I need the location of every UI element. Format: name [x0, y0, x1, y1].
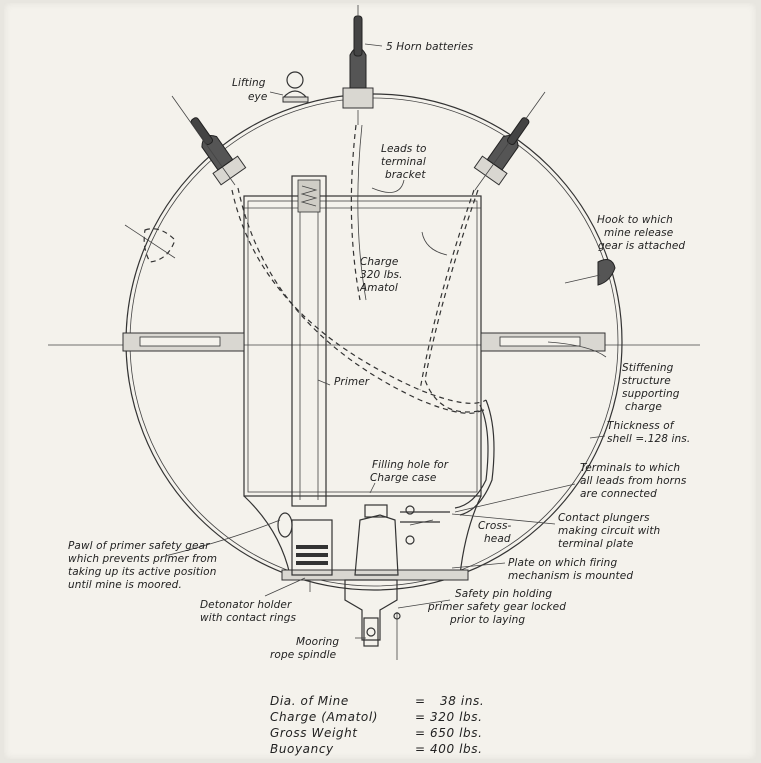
mooring-spindle	[309, 579, 401, 660]
label-horn-batteries: 5 Horn batteries	[386, 41, 474, 53]
label-safety-pin-2: primer safety gear locked	[427, 601, 566, 613]
label-safety-pin: Safety pin holding	[455, 588, 552, 600]
label-leads-3: bracket	[385, 169, 426, 181]
label-stiffening: Stiffening	[622, 362, 674, 374]
release-hook	[597, 259, 616, 286]
label-leads: Leads to	[381, 143, 427, 155]
horn-battery-top	[342, 15, 374, 125]
label-filling-hole: Filling hole for	[372, 459, 449, 471]
label-terminals-2: all leads from horns	[580, 475, 687, 487]
diagram-labels: 5 Horn batteries Lifting eye Leads to te…	[68, 41, 690, 661]
label-hook-3: gear is attached	[598, 240, 685, 252]
spec-name: Dia. of Mine	[270, 694, 349, 708]
label-detonator: Detonator holder	[200, 599, 292, 611]
label-charge-2: 320 lbs.	[360, 269, 403, 281]
label-thickness: Thickness of	[607, 420, 676, 432]
spec-value: 650 lbs.	[430, 726, 483, 740]
horn-battery-left	[190, 117, 247, 186]
spec-eq: =	[415, 694, 426, 708]
label-terminals-3: are connected	[580, 488, 657, 500]
horn-battery-right	[473, 117, 530, 186]
label-terminals: Terminals to which	[580, 462, 680, 474]
label-plate-2: mechanism is mounted	[508, 570, 633, 582]
primer-tube	[291, 175, 327, 507]
label-stiffening-4: charge	[625, 401, 662, 413]
label-contact-plungers: Contact plungers	[558, 512, 650, 524]
label-leads-2: terminal	[381, 156, 426, 168]
label-thickness-2: shell =.128 ins.	[607, 433, 690, 445]
label-stiffening-3: supporting	[622, 388, 680, 400]
label-pawl-2: which prevents primer from	[68, 553, 217, 565]
label-contact-plungers-2: making circuit with	[558, 525, 660, 537]
label-plate: Plate on which firing	[508, 557, 617, 569]
spec-value: 320 lbs.	[430, 710, 483, 724]
label-charge-3: Amatol	[359, 282, 398, 294]
horn-axis-right	[474, 91, 546, 191]
stiffening-structure-right	[480, 332, 606, 352]
label-pawl-3: taking up its active position	[68, 566, 216, 578]
stiffening-structure-left	[122, 332, 245, 352]
label-contact-plungers-3: terminal plate	[558, 538, 633, 550]
label-mooring-2: rope spindle	[270, 649, 336, 661]
lifting-eye	[282, 71, 309, 103]
label-safety-pin-3: prior to laying	[449, 614, 525, 626]
spec-eq: =	[415, 710, 426, 724]
spec-value: 38 ins.	[440, 694, 484, 708]
spec-table: Dia. of Mine = 38 ins. Charge (Amatol) =…	[270, 694, 484, 756]
label-lifting-eye-2: eye	[248, 91, 267, 103]
spec-name: Gross Weight	[270, 726, 358, 740]
charge-case	[243, 195, 482, 497]
label-crosshead: Cross-	[478, 520, 512, 532]
spec-eq: =	[415, 742, 426, 756]
label-lifting-eye: Lifting	[232, 77, 266, 89]
label-crosshead-2: head	[484, 533, 511, 545]
label-charge: Charge	[360, 256, 398, 268]
label-hook: Hook to which	[597, 214, 673, 226]
spec-name: Buoyancy	[270, 742, 334, 756]
label-stiffening-2: structure	[622, 375, 671, 387]
leads-to-terminal	[231, 124, 495, 516]
label-mooring: Mooring	[296, 636, 339, 648]
label-primer: Primer	[334, 376, 370, 388]
spec-value: 400 lbs.	[430, 742, 483, 756]
label-pawl: Pawl of primer safety gear	[68, 540, 210, 552]
horn-axis-left	[171, 95, 236, 186]
label-detonator-2: with contact rings	[200, 612, 296, 624]
spec-name: Charge (Amatol)	[270, 710, 378, 724]
leader-lines	[164, 43, 607, 639]
horn-battery-hidden	[124, 224, 176, 263]
label-pawl-4: until mine is moored.	[68, 579, 182, 591]
label-hook-2: mine release	[604, 227, 673, 239]
label-filling-hole-2: Charge case	[370, 472, 436, 484]
spec-eq: =	[415, 726, 426, 740]
